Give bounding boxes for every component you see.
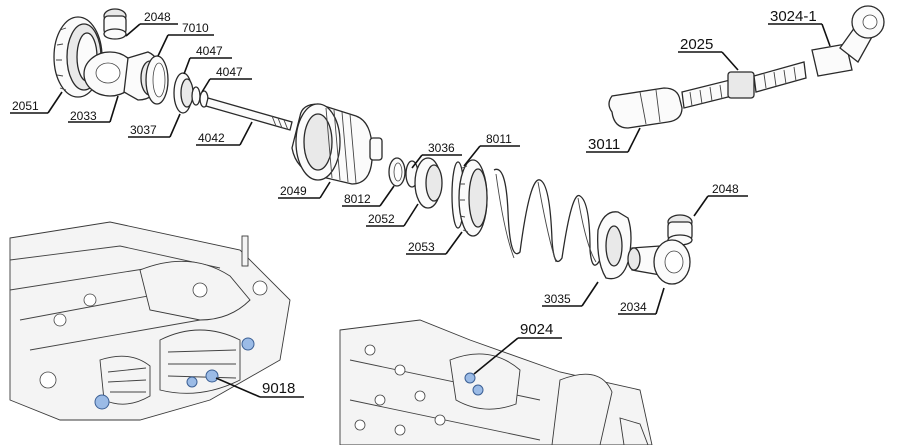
callout-2051: 2051 (10, 91, 63, 114)
part-4047-washers (191, 86, 209, 108)
chassis-middle-illustration (339, 319, 653, 445)
part-spring (493, 168, 601, 266)
part-2048-ball-top (103, 8, 127, 40)
part-2052-lower-cap (414, 157, 443, 209)
part-7010-seal (145, 55, 169, 105)
label-9024: 9024 (520, 321, 553, 338)
callout-9024: 9024 (473, 321, 562, 375)
callout-8012: 8012 (342, 185, 395, 207)
callout-2049: 2049 (278, 181, 331, 199)
callout-3035: 3035 (542, 281, 599, 307)
callout-8011: 8011 (463, 132, 520, 167)
label-2033: 2033 (70, 109, 97, 123)
callout-2034: 2034 (618, 287, 665, 315)
callout-3011: 3011 (586, 127, 641, 153)
label-2052: 2052 (368, 212, 395, 226)
label-2049: 2049 (280, 184, 307, 198)
label-3036: 3036 (428, 141, 455, 155)
label-2051: 2051 (12, 99, 39, 113)
part-2048-ball-right (667, 214, 693, 246)
label-3011: 3011 (588, 136, 620, 153)
label-2048-right: 2048 (712, 182, 739, 196)
part-4042-shaft (205, 97, 293, 131)
label-2025: 2025 (680, 36, 713, 53)
callout-7010: 7010 (157, 21, 214, 57)
part-8012-oring (388, 157, 406, 187)
callout-4047-a: 4047 (183, 44, 232, 75)
part-3011-cover (608, 87, 683, 129)
callout-3036: 3036 (411, 141, 462, 169)
label-2048-top: 2048 (144, 10, 171, 24)
callout-3024-1: 3024-1 (768, 8, 831, 47)
part-3035-perch (597, 211, 632, 280)
part-3037-cap (173, 72, 194, 114)
callout-4047-b: 4047 (201, 65, 252, 93)
chassis-left-illustration (9, 221, 291, 421)
callout-4042: 4042 (196, 121, 253, 146)
label-3035: 3035 (544, 292, 571, 306)
label-4042: 4042 (198, 131, 225, 145)
label-8011: 8011 (486, 132, 512, 146)
label-3037: 3037 (130, 123, 157, 137)
label-9018: 9018 (262, 380, 295, 397)
part-2053-collar (458, 159, 488, 237)
label-4047-a: 4047 (196, 44, 223, 58)
part-2049-shock-body (291, 103, 383, 185)
label-3024-1: 3024-1 (770, 8, 817, 25)
callout-2048-right: 2048 (693, 182, 748, 217)
label-2034: 2034 (620, 300, 647, 314)
part-2034-rod-end (627, 239, 691, 285)
callout-9018: 9018 (215, 377, 304, 398)
callout-2053: 2053 (406, 231, 463, 255)
label-8012: 8012 (344, 192, 371, 206)
callout-2048-top: 2048 (125, 10, 178, 37)
callout-2025: 2025 (678, 36, 739, 71)
part-3024-1-bracket (811, 5, 885, 77)
callout-3037: 3037 (128, 113, 181, 138)
part-2025-turnbuckle (681, 61, 807, 109)
label-2053: 2053 (408, 240, 435, 254)
callout-2052: 2052 (366, 203, 419, 227)
label-7010: 7010 (182, 21, 209, 35)
callout-2033: 2033 (68, 95, 119, 123)
label-4047-b: 4047 (216, 65, 243, 79)
